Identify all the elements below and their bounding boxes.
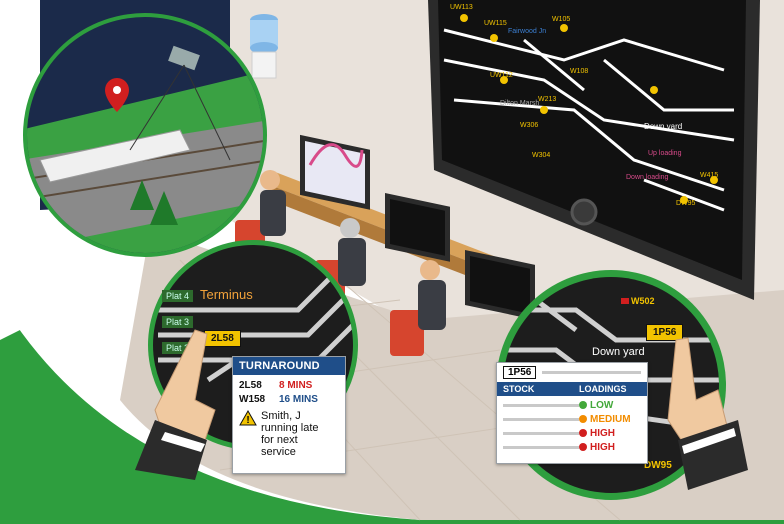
wall-label: W213 (538, 96, 557, 103)
turnaround-time: 16 MINS (279, 393, 318, 405)
plat-4-label: Plat 4 (162, 290, 194, 302)
warning-line: for next (261, 434, 298, 446)
wall-label: UW112 (490, 72, 513, 79)
wall-label: W108 (570, 68, 589, 75)
train-id: 2L58 (239, 379, 262, 391)
status-dot (579, 401, 587, 409)
loadings-row[interactable]: HIGH (503, 426, 641, 440)
warning-line: running late (261, 422, 319, 434)
wall-label: UW115 (484, 20, 507, 27)
wall-label: UW113 (450, 4, 473, 11)
wall-label: DW95 (676, 200, 696, 207)
hand-pointer-right (667, 337, 748, 490)
train-tag-1p56[interactable]: 1P56 (646, 324, 684, 341)
loadings-col-header: LOADINGS (579, 384, 627, 394)
loadings-row[interactable]: LOW (503, 398, 641, 412)
svg-text:!: ! (246, 415, 249, 426)
loading-level: LOW (590, 399, 614, 411)
wall-label: Fairwood Jn (508, 28, 547, 35)
warning-line: Smith, J (261, 410, 301, 422)
turnaround-panel: TURNAROUND 2L58 8 MINS W158 16 MINS ! Sm… (232, 356, 346, 474)
loading-level: HIGH (590, 441, 615, 453)
wall-label: Up loading (648, 150, 682, 157)
wall-label: W105 (552, 16, 571, 23)
control-desks (235, 134, 535, 356)
turnaround-row[interactable]: W158 16 MINS (239, 392, 339, 406)
warning-line: service (261, 446, 296, 458)
loading-level: MEDIUM (590, 413, 631, 425)
status-dot (579, 443, 587, 451)
gps-train-zoom (23, 13, 267, 257)
wall-label: W306 (520, 122, 539, 129)
loadings-row[interactable]: HIGH (503, 440, 641, 454)
down-yard-label: Down yard (592, 346, 645, 358)
wall-label: W304 (532, 152, 551, 159)
train-tag-2l58[interactable]: 2L58 (204, 330, 241, 347)
signal-dw95: DW95 (644, 460, 672, 471)
stock-col-header: STOCK (503, 384, 535, 394)
loadings-row[interactable]: MEDIUM (503, 412, 641, 426)
turnaround-title: TURNAROUND (233, 357, 345, 375)
wall-label: W415 (700, 172, 719, 179)
signal-w502: W502 (621, 296, 655, 306)
warning-icon: ! (239, 410, 257, 426)
wall-label: Dilton Marsh (500, 100, 540, 107)
terminus-label: Terminus (200, 287, 253, 302)
plat-3-label: Plat 3 (162, 316, 194, 328)
loading-level: HIGH (590, 427, 615, 439)
train-id: W158 (239, 393, 266, 405)
wall-label: Down loading (626, 174, 669, 181)
wall-track-monitor (428, 0, 760, 300)
turnaround-time: 8 MINS (279, 379, 313, 391)
status-dot (579, 415, 587, 423)
loadings-panel: 1P56 STOCK LOADINGS LOW MEDIUM HIGH HIGH (496, 362, 648, 464)
wall-label: Down yard (644, 122, 683, 131)
status-dot (579, 429, 587, 437)
loadings-train-id: 1P56 (503, 366, 537, 379)
turnaround-row[interactable]: 2L58 8 MINS (239, 378, 339, 392)
hand-pointer-left (135, 329, 216, 480)
water-cooler (250, 14, 278, 79)
